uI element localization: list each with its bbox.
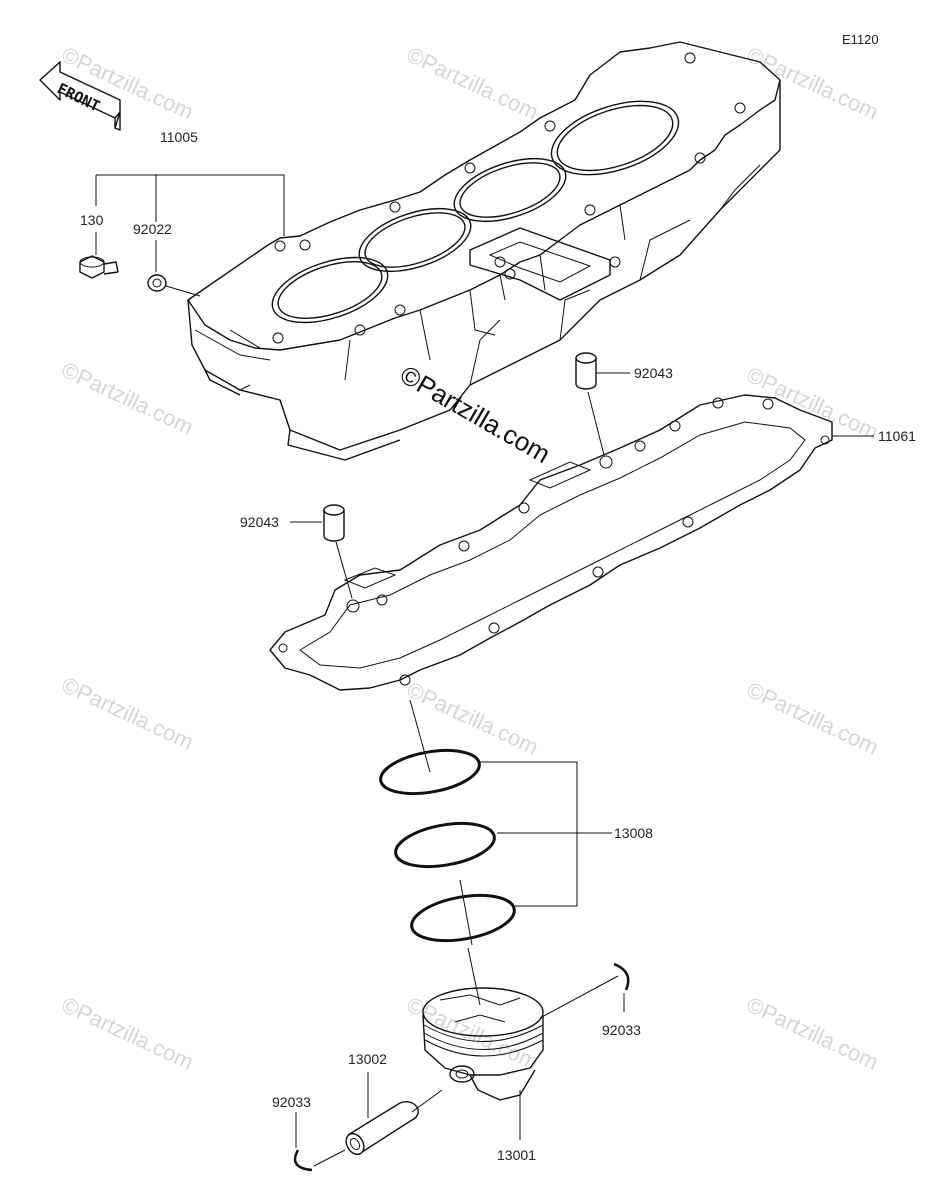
diagram-code: E1120 <box>842 32 879 47</box>
watermark: ©Partzilla.com <box>743 362 882 445</box>
watermark: ©Partzilla.com <box>58 357 197 440</box>
label-piston: 13001 <box>497 1147 536 1163</box>
leader-92043-left <box>290 521 353 599</box>
snap-ring-left <box>293 1149 313 1172</box>
leader-13002 <box>367 1072 443 1118</box>
label-piston-pin: 13002 <box>348 1051 387 1067</box>
label-washer: 92022 <box>133 221 172 237</box>
leader-13008 <box>480 761 612 907</box>
front-label: FRONT <box>54 79 102 115</box>
watermark-group: ©Partzilla.com ©Partzilla.com ©Partzilla… <box>58 42 882 1075</box>
leader-11005 <box>95 174 285 297</box>
watermark: ©Partzilla.com <box>743 42 882 125</box>
bolt-part <box>79 255 119 279</box>
watermark: ©Partzilla.com <box>743 677 882 760</box>
watermark-main: ©Partzilla.com <box>395 359 555 469</box>
head-gasket <box>269 394 833 691</box>
watermark: ©Partzilla.com <box>403 677 542 760</box>
label-dowel-left: 92043 <box>240 514 279 530</box>
watermark: ©Partzilla.com <box>58 992 197 1075</box>
watermark: ©Partzilla.com <box>403 42 542 125</box>
piston-rings <box>379 748 516 943</box>
watermark: ©Partzilla.com <box>743 992 882 1075</box>
centre-line <box>409 699 481 1006</box>
cylinder-block <box>187 41 781 461</box>
label-snap-ring-left: 92033 <box>272 1094 311 1110</box>
piston-pin <box>345 1101 419 1156</box>
washer-part <box>147 274 167 292</box>
watermark: ©Partzilla.com <box>58 672 197 755</box>
label-rings: 13008 <box>614 825 653 841</box>
watermark: ©Partzilla.com <box>58 42 197 125</box>
label-cylinder: 11005 <box>160 129 198 145</box>
label-snap-ring-right: 92033 <box>602 1022 641 1038</box>
piston <box>422 987 544 1101</box>
dowel-pin-left <box>323 504 345 542</box>
label-gasket: 11061 <box>878 428 916 444</box>
leader-92033-left <box>295 1112 346 1167</box>
snap-ring-right <box>613 962 630 991</box>
leader-92043-upper <box>587 372 630 456</box>
label-dowel-upper: 92043 <box>634 365 673 381</box>
dowel-pin-upper <box>575 352 597 390</box>
label-bolt: 130 <box>80 212 104 228</box>
leader-13001 <box>519 975 619 1140</box>
